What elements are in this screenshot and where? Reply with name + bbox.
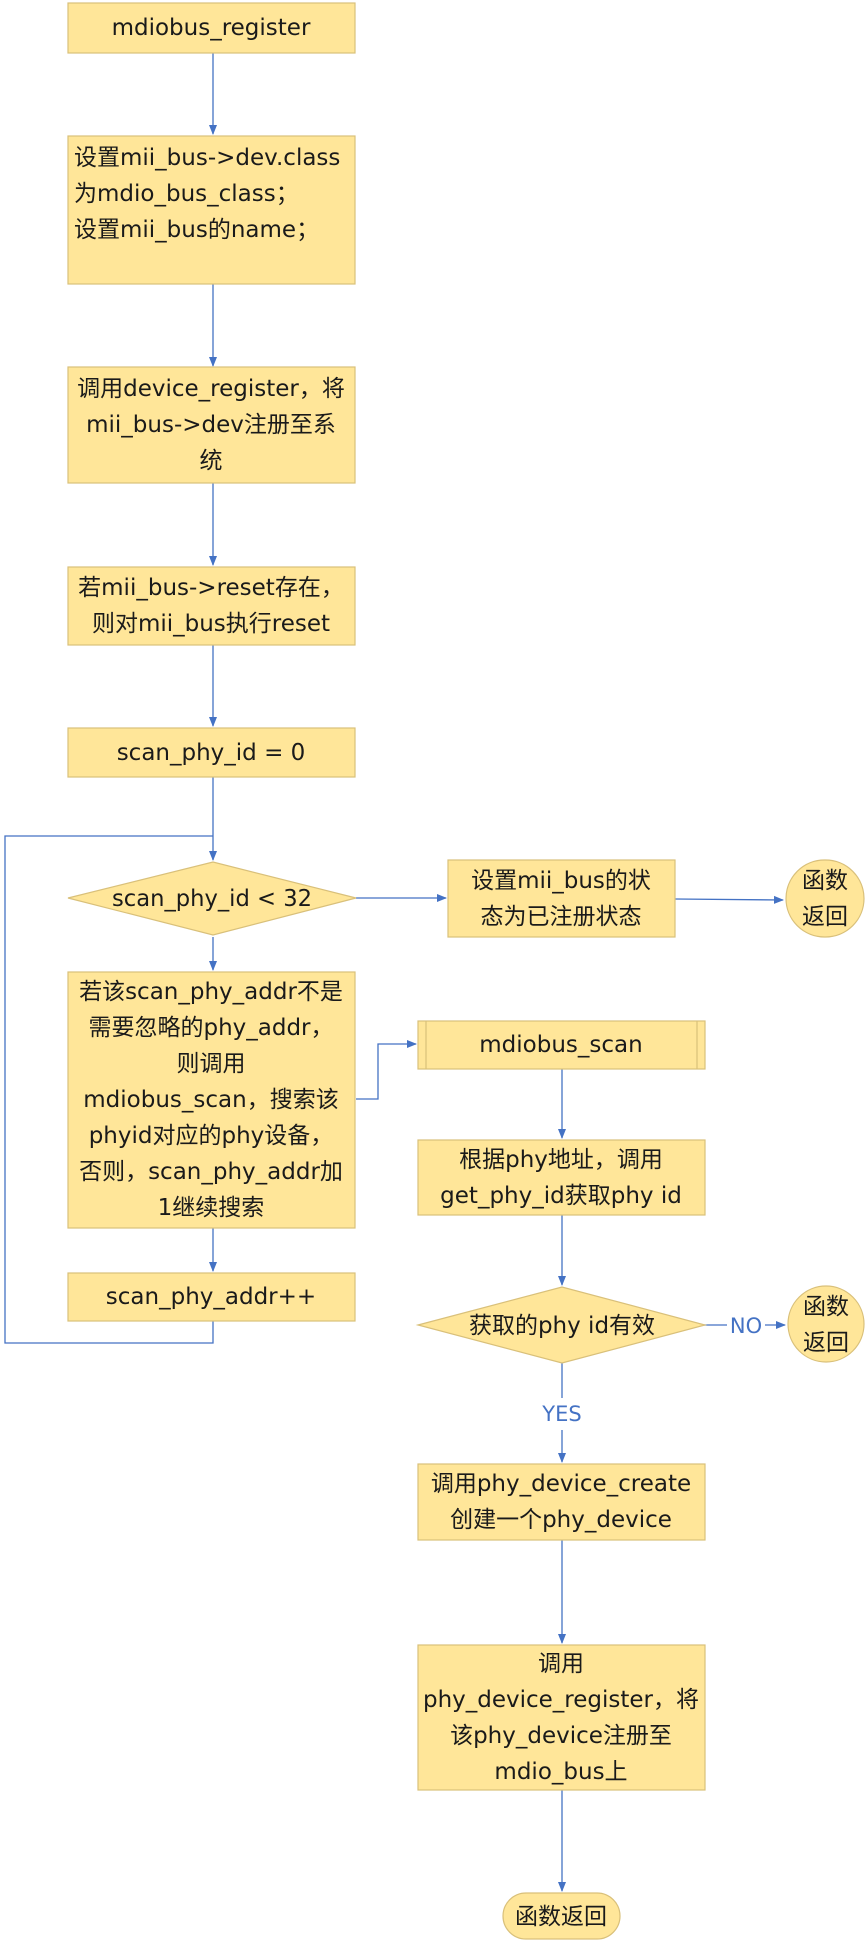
set-state-line: 设置mii_bus的状: [471, 868, 651, 894]
edge-scan-desc-to-mdiobus-scan: [356, 1040, 417, 1100]
node-return-3: [502, 1892, 621, 1940]
node-start-text: mdiobus_register: [112, 15, 311, 41]
node-device-register-text: 调用device_register，将 mii_bus->dev注册至系统: [77, 376, 345, 474]
node-set-class-text: 设置mii_bus->dev.class 为mdio_bus_class； 设置mi…: [74, 145, 340, 243]
get-phy-id-line: get_phy_id获取phy id: [440, 1183, 682, 1209]
node-return-1: [785, 859, 865, 938]
scan-desc-line: 需要忽略的phy_addr，: [88, 1015, 333, 1041]
scan-desc-line: 则调用: [177, 1051, 246, 1077]
device-register-line: 调用device_register，将: [77, 376, 345, 402]
return-1-line: 函数: [802, 868, 848, 894]
node-init-id: [67, 727, 356, 778]
node-set-state-text: 设置mii_bus的状态为已注册状态: [471, 868, 651, 930]
edge-set-state-to-return: [674, 895, 784, 904]
node-register: [417, 1644, 706, 1791]
create-line: 调用phy_device_create: [431, 1471, 691, 1497]
edge-label-no: NO: [730, 1314, 762, 1338]
node-set-class: [67, 135, 356, 285]
scan-desc-line: mdiobus_scan，搜索该: [83, 1087, 338, 1113]
node-increment: [67, 1272, 356, 1322]
valid-cond-line: 获取的phy id有效: [469, 1313, 655, 1339]
edge-label-yes: YES: [541, 1402, 581, 1426]
scan-desc-line: 1继续搜索: [158, 1195, 265, 1221]
node-increment-text: scan_phy_addr++: [106, 1284, 316, 1310]
node-get-phy-id: [417, 1139, 706, 1216]
node-device-register: [67, 366, 356, 484]
set-state-line: 态为已注册状态: [481, 904, 642, 930]
register-line: 该phy_device注册至: [450, 1723, 672, 1749]
node-loop-cond: [67, 861, 357, 936]
start-line: mdiobus_register: [112, 15, 311, 41]
scan-desc-line: 否则，scan_phy_addr加: [79, 1159, 343, 1185]
node-create-text: 调用phy_device_create 创建一个phy_device: [431, 1471, 691, 1533]
mdiobus-scan-line: mdiobus_scan: [479, 1032, 642, 1058]
node-scan-desc-text: 若该scan_phy_addr不是需要忽略的phy_addr， 则调用 mdiobu…: [79, 979, 343, 1221]
create-line: 创建一个phy_device: [450, 1507, 672, 1533]
node-mdiobus-scan-text: mdiobus_scan: [479, 1032, 642, 1058]
node-loop-cond-text: scan_phy_id < 32: [112, 886, 312, 912]
node-init-id-text: scan_phy_id = 0: [117, 740, 306, 766]
node-return-2-text: 函数返回: [803, 1294, 849, 1356]
register-line: 调用: [538, 1651, 584, 1677]
node-return-3-text: 函数返回: [515, 1904, 607, 1930]
node-start: [67, 2, 356, 54]
device-register-line: 统: [200, 448, 223, 474]
return-2-line: 函数: [803, 1294, 849, 1320]
set-class-line: 为mdio_bus_class；: [74, 181, 299, 207]
scan-desc-line: 若该scan_phy_addr不是: [79, 979, 343, 1005]
node-labels: mdiobus_register 设置mii_bus->dev.class 为md…: [74, 15, 849, 1930]
node-reset-text: 若mii_bus->reset存在， 则对mii_bus执行reset: [78, 575, 344, 637]
node-return-1-text: 函数返回: [802, 868, 848, 930]
device-register-line: mii_bus->dev注册至系: [86, 412, 336, 438]
scan-desc-line: phyid对应的phy设备，: [89, 1123, 334, 1149]
node-scan-desc: [67, 971, 356, 1229]
node-valid-cond-text: 获取的phy id有效: [469, 1313, 655, 1339]
set-class-line: 设置mii_bus->dev.class: [74, 145, 340, 171]
shapes: [67, 2, 865, 1940]
reset-line: 则对mii_bus执行reset: [92, 611, 330, 637]
node-create: [417, 1463, 706, 1541]
reset-line: 若mii_bus->reset存在，: [78, 575, 344, 601]
node-valid-cond: [415, 1286, 708, 1364]
node-return-2: [787, 1285, 865, 1363]
return-1-line: 返回: [802, 904, 848, 930]
init-id-line: scan_phy_id = 0: [117, 740, 306, 766]
register-line: phy_device_register，将: [423, 1687, 699, 1713]
node-reset: [67, 566, 356, 646]
return-2-line: 返回: [803, 1330, 849, 1356]
return-3-line: 函数返回: [515, 1904, 607, 1930]
set-class-line: 设置mii_bus的name；: [74, 217, 319, 243]
register-line: mdio_bus上: [494, 1759, 627, 1785]
get-phy-id-line: 根据phy地址，调用: [459, 1147, 663, 1173]
node-set-state: [447, 859, 676, 938]
increment-line: scan_phy_addr++: [106, 1284, 316, 1310]
node-get-phy-id-text: 根据phy地址，调用 get_phy_id获取phy id: [440, 1147, 682, 1209]
loop-cond-line: scan_phy_id < 32: [112, 886, 312, 912]
node-mdiobus-scan: [417, 1020, 706, 1070]
